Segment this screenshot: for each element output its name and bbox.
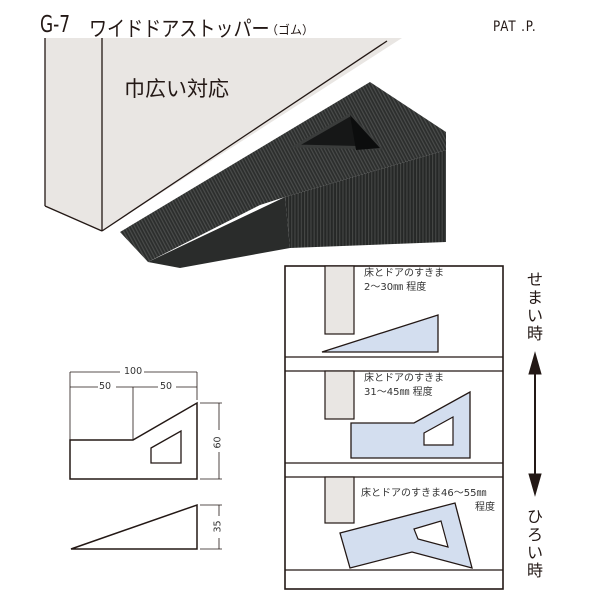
wide-range-caption: 巾広い対応 (124, 77, 229, 101)
panel-2-gap-label: 床とドアのすきま 31～45㎜ 程度 (364, 373, 444, 398)
dim-height: 60 (212, 436, 224, 449)
model-code: G-7 (40, 12, 71, 38)
dim-side-height: 35 (212, 520, 224, 533)
patent-label: PAT .P. (493, 19, 537, 35)
product-name: ワイドドアストッパー (89, 17, 270, 41)
panel-1-gap-label: 床とドアのすきま 2～30㎜ 程度 (364, 268, 444, 293)
dim-total-width: 100 (124, 366, 143, 377)
dim-left-width: 50 (99, 381, 112, 392)
panel-3-gap-label: 床とドアのすきま46～55㎜ (361, 488, 487, 499)
dim-right-width: 50 (160, 381, 173, 392)
rubber-stopper-photo (120, 82, 446, 268)
door-edge (44, 38, 402, 232)
narrow-label: せまい時 (526, 270, 543, 343)
panel-3-gap-suffix: 程度 (475, 502, 495, 513)
material-label: （ゴム） (266, 23, 315, 37)
wide-label: ひろい時 (526, 507, 543, 580)
